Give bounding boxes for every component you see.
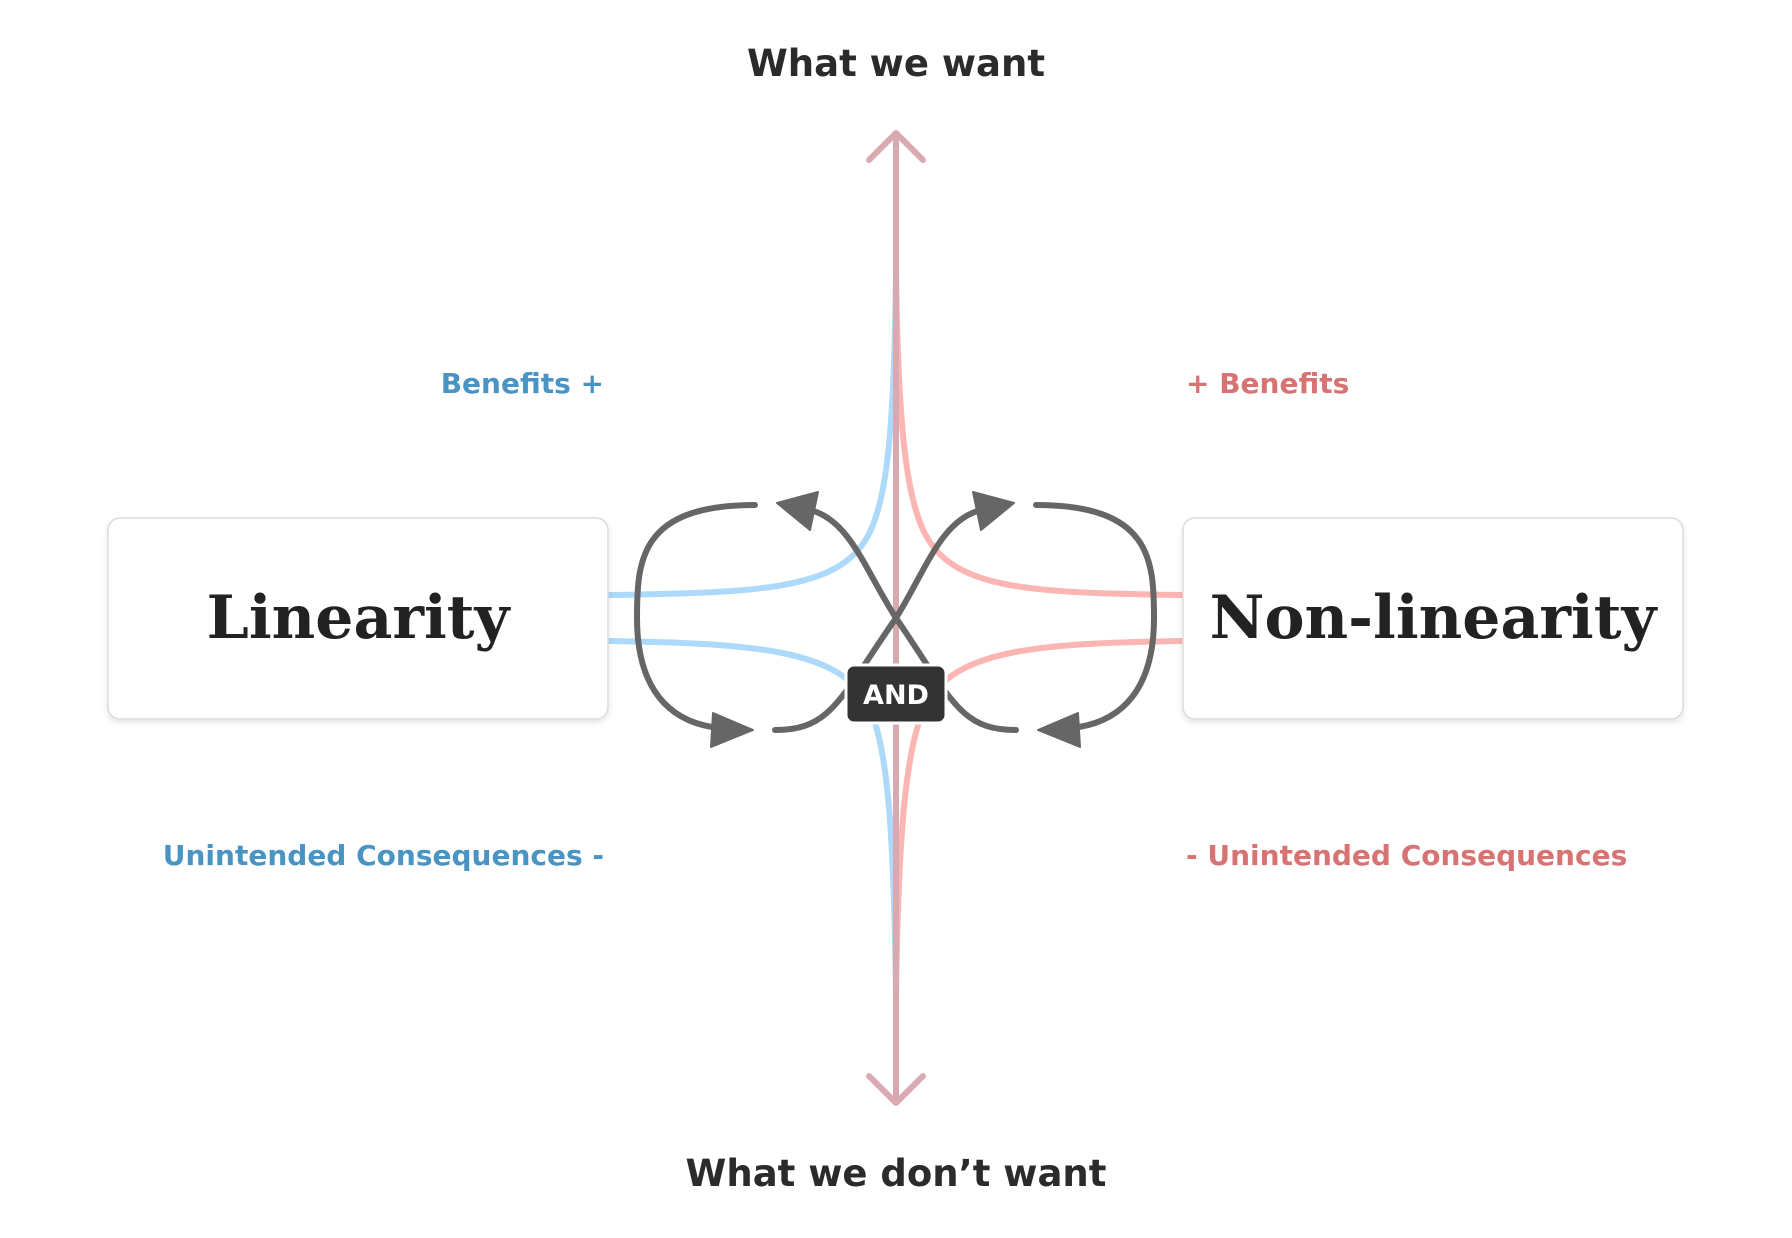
- axis-arrowhead-up: [866, 130, 926, 163]
- nonlinearity-box-label: Non-linearity: [1210, 583, 1659, 653]
- nonlinearity-consequences-label: - Unintended Consequences: [1186, 839, 1627, 872]
- cross-left-arrowhead: [776, 491, 819, 531]
- nonlinearity-benefit-curve: [893, 267, 1185, 598]
- left-loop-arrow: [634, 502, 758, 730]
- linearity-box-label: Linearity: [207, 583, 512, 653]
- linearity-box: Linearity: [107, 517, 609, 720]
- left-loop-arrowhead: [710, 712, 754, 748]
- cross-right-arrowhead: [972, 491, 1015, 531]
- axis-top-label: What we want: [747, 42, 1045, 85]
- nonlinearity-benefits-label: + Benefits: [1186, 367, 1349, 400]
- linearity-benefit-curve: [606, 267, 899, 598]
- axis-arrowhead-down: [866, 1073, 926, 1106]
- linearity-benefits-label: Benefits +: [441, 367, 604, 400]
- right-loop-arrowhead: [1037, 712, 1081, 748]
- and-badge-label: AND: [863, 680, 929, 711]
- feedback-arrowheads: [710, 491, 1081, 748]
- and-badge: AND: [844, 663, 948, 725]
- nonlinearity-box: Non-linearity: [1182, 517, 1684, 720]
- nonlinearity-curves: [893, 267, 1185, 1003]
- feedback-loops: [634, 502, 1157, 733]
- linearity-curves: [606, 267, 899, 1003]
- axis-bottom-label: What we don’t want: [686, 1152, 1107, 1195]
- right-loop-arrow: [1033, 502, 1157, 730]
- cross-arrow-to-right: [772, 507, 984, 733]
- linearity-consequences-label: Unintended Consequences -: [163, 839, 604, 872]
